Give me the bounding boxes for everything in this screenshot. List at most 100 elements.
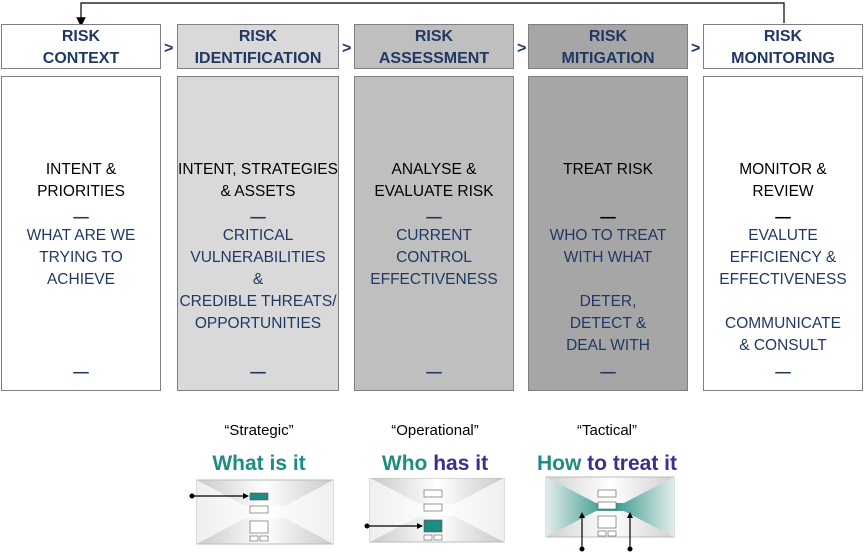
box-detail-line: OPPORTUNITIES bbox=[194, 315, 322, 332]
bowtie-element-foot-left bbox=[597, 530, 607, 537]
level-heading-how: How to treat it bbox=[512, 452, 702, 476]
step-separator: > bbox=[691, 40, 701, 57]
header-risk-assessment: RISK ASSESSMENT bbox=[354, 24, 514, 69]
box-detail-line: & CONSULT bbox=[739, 337, 827, 354]
bowtie-element-middle bbox=[249, 505, 269, 514]
box-title-line: PRIORITIES bbox=[37, 183, 125, 200]
level-heading-what: What is it bbox=[189, 452, 329, 476]
level-heading-key: What bbox=[212, 452, 264, 475]
box-title-line: & ASSETS bbox=[220, 183, 296, 200]
box-title-line: ANALYSE & bbox=[391, 161, 477, 178]
header-line1: RISK bbox=[238, 28, 278, 45]
pointer-arrowhead-left bbox=[579, 512, 585, 518]
header-line1: RISK bbox=[414, 28, 454, 45]
level-heading-who: Who has it bbox=[365, 452, 505, 476]
box-detail-line: EFFECTIVENESS bbox=[370, 271, 498, 288]
box-end-divider: — bbox=[426, 364, 442, 381]
bowtie-element-bottom bbox=[249, 520, 269, 534]
box-detail-line: ACHIEVE bbox=[46, 271, 116, 288]
box-title-line: EVALUATE RISK bbox=[374, 183, 494, 200]
bowtie-element-middle bbox=[597, 501, 617, 510]
box-title: MONITOR & REVIEW bbox=[704, 159, 862, 203]
box-detail-line: DETECT & bbox=[569, 315, 647, 332]
box-detail-line: COMMUNICATE bbox=[725, 315, 841, 332]
pointer-dot-left bbox=[579, 546, 585, 552]
header-risk-mitigation: RISK MITIGATION bbox=[528, 24, 688, 69]
box-detail-line: EVALUTE bbox=[748, 227, 818, 244]
bowtie-element-bottom bbox=[423, 519, 443, 533]
header-risk-identification: RISK IDENTIFICATION bbox=[177, 24, 339, 69]
box-detail-line bbox=[704, 291, 862, 313]
bowtie-element-foot-right bbox=[259, 535, 269, 542]
box-divider: — bbox=[73, 209, 89, 226]
box-detail-line: DEAL WITH bbox=[566, 337, 650, 354]
bowtie-element-foot-right bbox=[607, 530, 617, 537]
box-risk-assessment: ANALYSE & EVALUATE RISK — CURRENT CONTRO… bbox=[354, 76, 514, 391]
step-separator: > bbox=[342, 40, 352, 57]
header-line2: MITIGATION bbox=[561, 50, 655, 67]
box-risk-mitigation: TREAT RISK — WHO TO TREAT WITH WHAT DETE… bbox=[528, 76, 688, 391]
box-title-line: MONITOR & bbox=[739, 161, 827, 178]
level-tag-tactical: “Tactical” bbox=[576, 422, 637, 439]
pointer-dot-right bbox=[627, 546, 633, 552]
pointer-dot bbox=[364, 523, 370, 529]
header-line2: ASSESSMENT bbox=[378, 50, 490, 67]
box-detail: EVALUTE EFFICIENCY & EFFECTIVENESS COMMU… bbox=[704, 225, 862, 357]
bowtie-element-top bbox=[597, 489, 617, 498]
box-title: TREAT RISK bbox=[529, 159, 687, 181]
box-end-divider: — bbox=[600, 364, 616, 381]
box-title-line: REVIEW bbox=[752, 183, 814, 200]
box-title: INTENT & PRIORITIES bbox=[2, 159, 160, 203]
header-risk-monitoring: RISK MONITORING bbox=[703, 24, 863, 69]
box-divider: — bbox=[775, 209, 791, 226]
header-line1: RISK bbox=[763, 28, 803, 45]
box-detail: WHO TO TREAT WITH WHAT DETER, DETECT & D… bbox=[529, 225, 687, 357]
box-title-line: INTENT & bbox=[45, 161, 117, 178]
header-line2: CONTEXT bbox=[42, 50, 120, 67]
pointer-arrowhead-right bbox=[627, 512, 633, 518]
level-heading-key: How bbox=[537, 452, 582, 475]
box-detail-line bbox=[529, 269, 687, 291]
bowtie-element-middle bbox=[423, 503, 443, 512]
box-title-line: INTENT, STRATEGIES bbox=[178, 161, 338, 178]
box-detail-line: EFFICIENCY & bbox=[729, 249, 837, 266]
box-detail-line: WHO TO TREAT bbox=[549, 227, 667, 244]
box-detail-line: CREDIBLE THREATS/ bbox=[179, 293, 337, 310]
box-detail-line: CURRENT bbox=[396, 227, 472, 244]
bowtie-tactical-graphic bbox=[545, 476, 675, 552]
box-detail-line: CRITICAL bbox=[222, 227, 294, 244]
pointer-arrowhead bbox=[417, 523, 423, 529]
feedback-loop-arrow bbox=[76, 2, 785, 27]
header-line1: RISK bbox=[588, 28, 628, 45]
box-end-divider: — bbox=[250, 364, 266, 381]
pointer-arrowhead bbox=[243, 493, 249, 499]
box-detail: WHAT ARE WE TRYING TO ACHIEVE bbox=[2, 225, 160, 291]
level-tag-strategic: “Strategic” bbox=[224, 422, 294, 439]
pointer-dot bbox=[189, 493, 195, 499]
header-risk-context: RISK CONTEXT bbox=[1, 24, 161, 69]
header-line1: RISK bbox=[61, 28, 101, 45]
level-tag-operational: “Operational” bbox=[391, 422, 479, 439]
box-divider: — bbox=[426, 209, 442, 226]
box-risk-monitoring: MONITOR & REVIEW — EVALUTE EFFICIENCY & … bbox=[703, 76, 863, 391]
header-line2: MONITORING bbox=[731, 50, 835, 67]
bowtie-element-top bbox=[249, 492, 269, 501]
box-detail-line: WITH WHAT bbox=[563, 249, 653, 266]
box-detail-line: & bbox=[252, 271, 264, 288]
box-detail-line: CONTROL bbox=[396, 249, 472, 266]
box-detail-line: VULNERABILITIES bbox=[190, 249, 326, 266]
level-heading-rest: is it bbox=[263, 452, 306, 475]
level-heading-rest: has it bbox=[427, 452, 489, 475]
box-end-divider: — bbox=[775, 364, 791, 381]
box-detail-line: WHAT ARE WE bbox=[26, 227, 136, 244]
box-divider: — bbox=[250, 209, 266, 226]
header-line2: IDENTIFICATION bbox=[194, 50, 322, 67]
step-separator: > bbox=[517, 40, 527, 57]
bowtie-element-bottom bbox=[597, 515, 617, 529]
box-risk-context: INTENT & PRIORITIES — WHAT ARE WE TRYING… bbox=[1, 76, 161, 391]
level-heading-rest: to treat it bbox=[581, 452, 677, 475]
bowtie-element-foot-right bbox=[433, 534, 443, 541]
box-detail: CRITICAL VULNERABILITIES & CREDIBLE THRE… bbox=[178, 225, 338, 335]
bowtie-strategic-graphic bbox=[189, 479, 334, 545]
box-risk-identification: INTENT, STRATEGIES & ASSETS — CRITICAL V… bbox=[177, 76, 339, 391]
